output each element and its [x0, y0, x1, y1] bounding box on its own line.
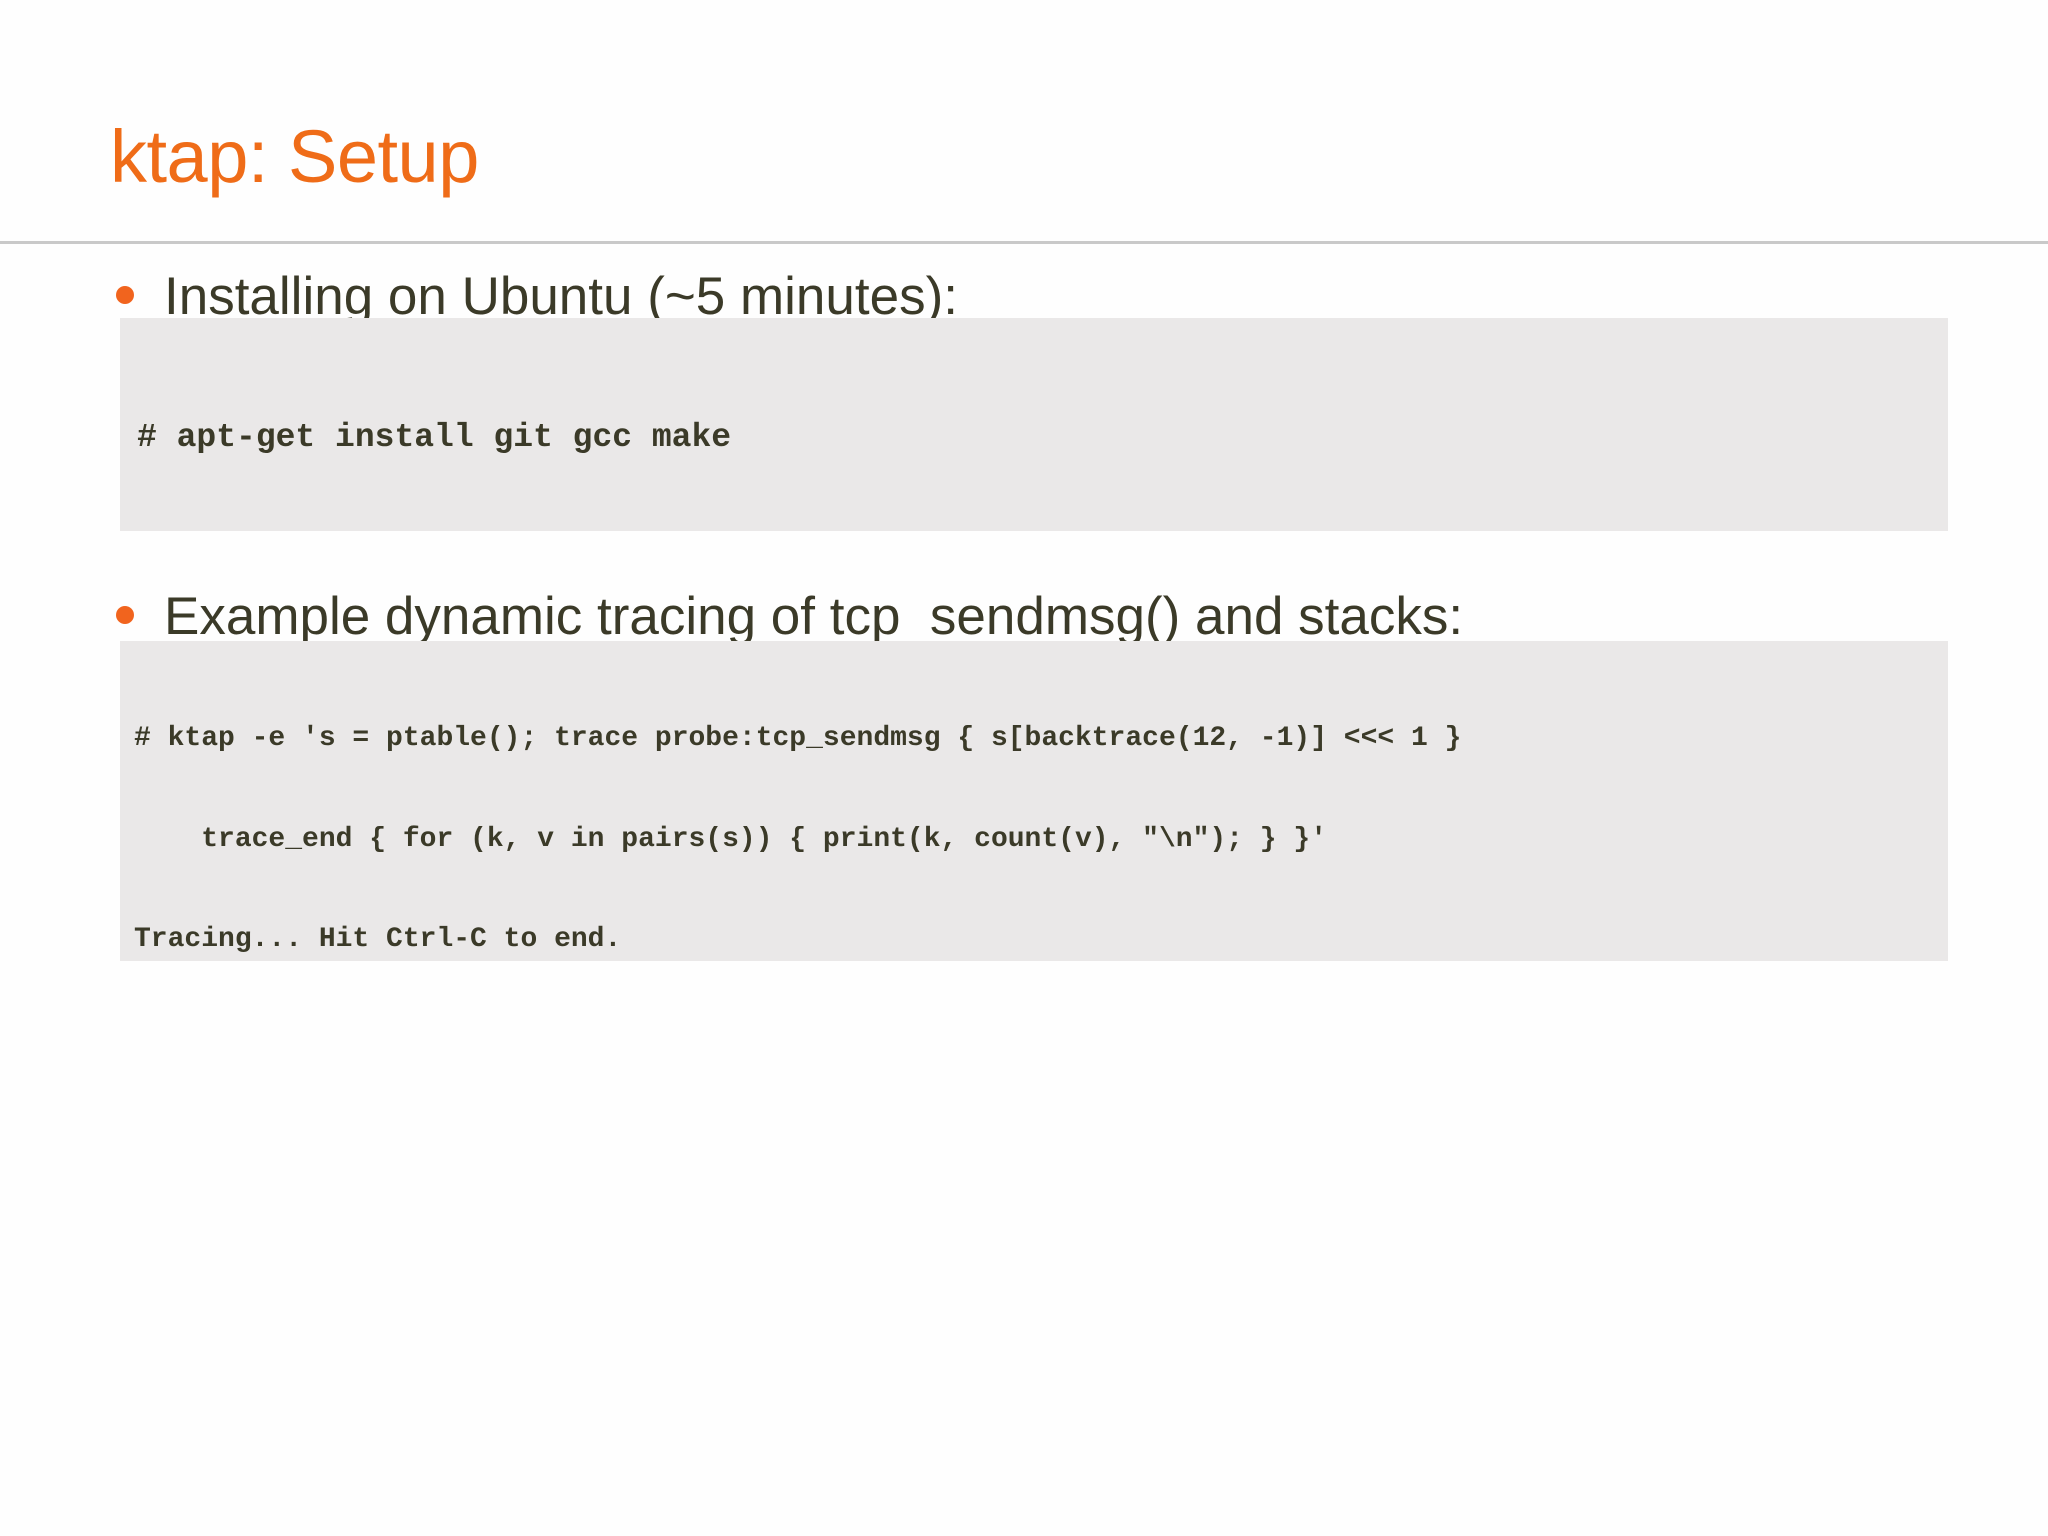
code-line-command: # ktap -e 's = ptable(); trace probe:tcp…	[134, 723, 1462, 754]
page-title: ktap: Setup	[110, 115, 479, 198]
bullet-dot-icon	[116, 286, 134, 304]
title-divider	[0, 241, 2048, 244]
bullet-example-dynamic-tracing: Example dynamic tracing of tcp_sendmsg()…	[116, 588, 1463, 646]
slide-body: Installing on Ubuntu (~5 minutes): # apt…	[0, 243, 2048, 1536]
bullet-installing-on-ubuntu: Installing on Ubuntu (~5 minutes):	[116, 268, 958, 326]
code-block-trace-output: # ktap -e 's = ptable(); trace probe:tcp…	[120, 641, 1948, 961]
title-area: ktap: Setup	[0, 0, 2048, 244]
code-line-command-cont: trace_end { for (k, v in pairs(s)) { pri…	[134, 823, 1327, 855]
code-line: # apt-get install git gcc make	[137, 419, 732, 456]
code-line-status: Tracing... Hit Ctrl-C to end.	[134, 924, 622, 955]
code-block-install: # apt-get install git gcc make # git clo…	[120, 318, 1948, 531]
bullet-dot-icon	[116, 606, 134, 624]
bullet-label: Example dynamic tracing of tcp_sendmsg()…	[164, 587, 1464, 646]
bullet-label: Installing on Ubuntu (~5 minutes):	[164, 267, 958, 326]
